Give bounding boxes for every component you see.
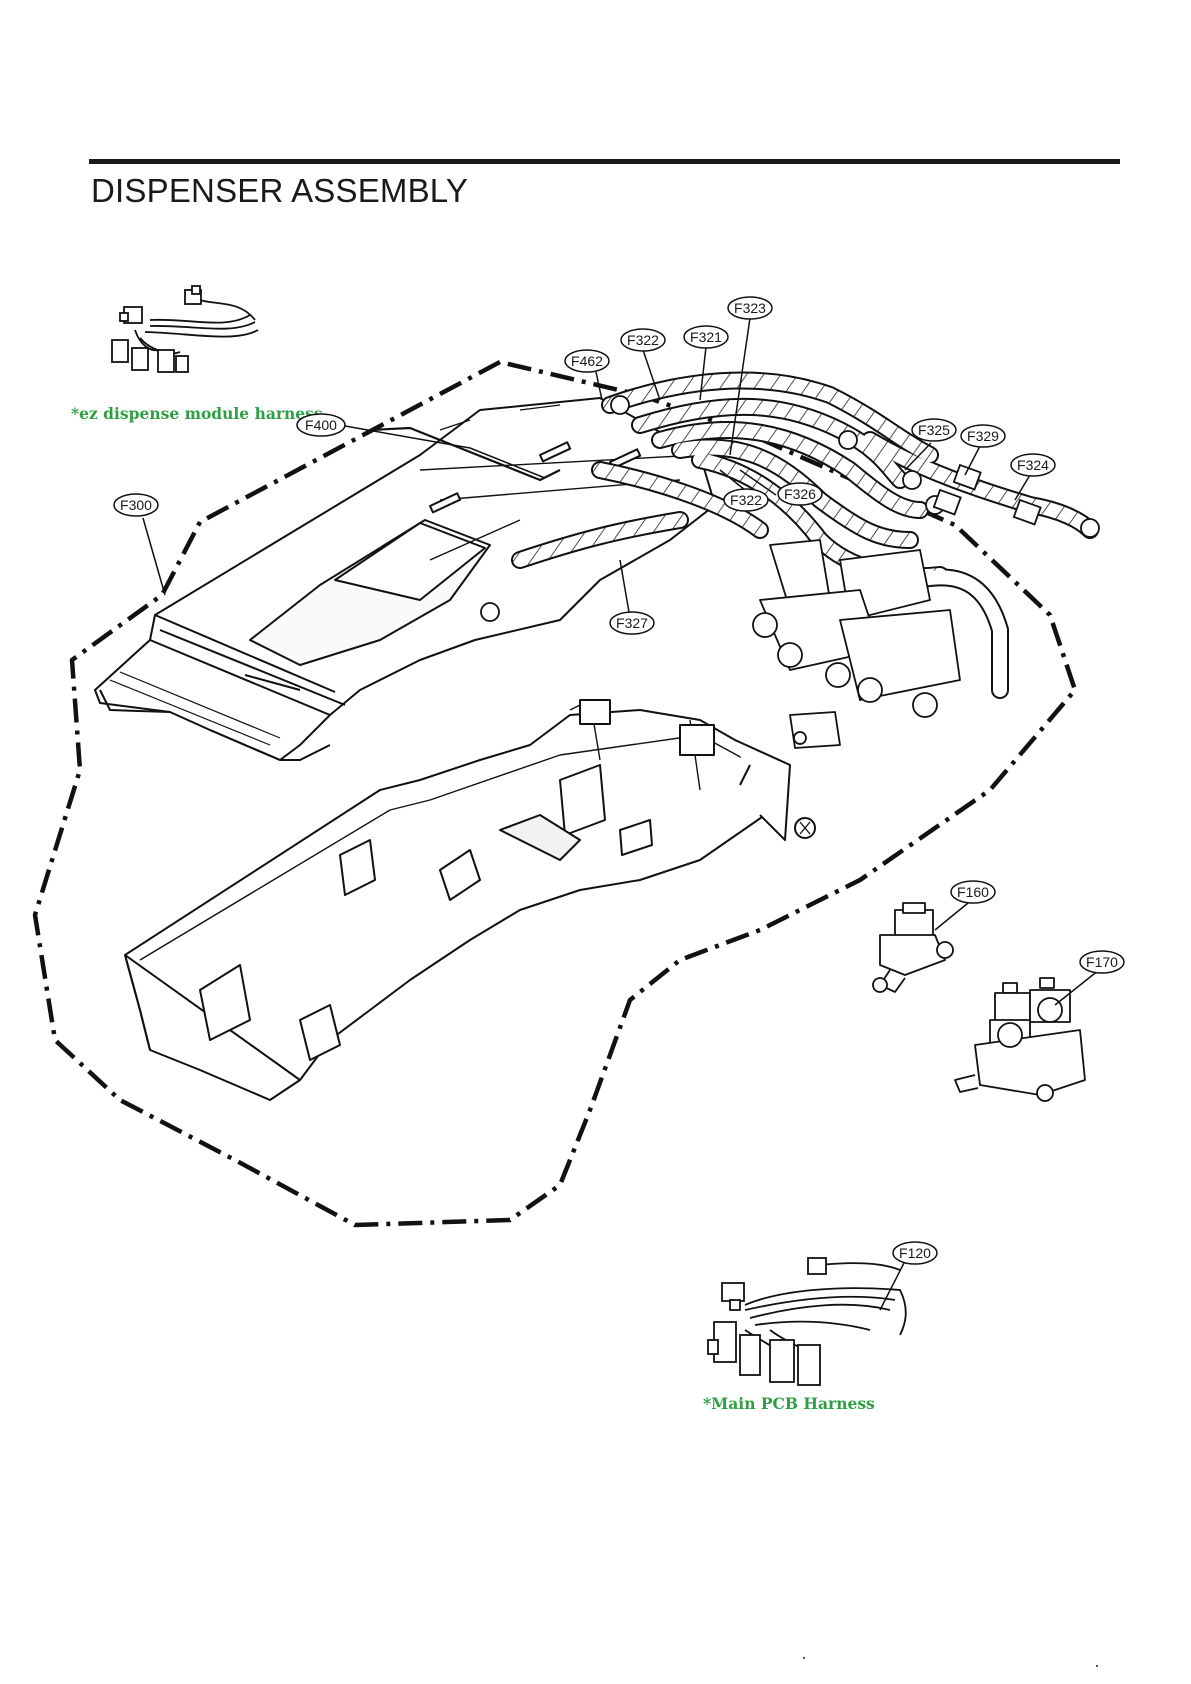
main-pcb-harness-drawing [707,1257,907,1386]
callout-F322-bottom: F322 [723,488,769,512]
callout-leaders [142,317,1100,1311]
single-inlet-valve-drawing [872,902,954,993]
callout-label: F170 [1086,954,1118,970]
print-speck [1096,1665,1098,1667]
callout-F329: F329 [960,424,1006,448]
callout-label: F300 [120,497,152,513]
callout-F300: F300 [113,493,159,517]
callout-F400: F400 [296,413,346,437]
callout-F160: F160 [950,880,996,904]
callout-label: F321 [690,329,722,345]
callout-label: F323 [734,300,766,316]
valve-block-drawing [752,539,961,749]
callout-label: F326 [784,486,816,502]
callout-label: F324 [1017,457,1049,473]
callout-label: F325 [918,422,950,438]
title-rule [89,159,1120,164]
callout-F326: F326 [777,482,823,506]
callout-label: F322 [730,492,762,508]
callout-F120: F120 [892,1241,938,1265]
callout-label: F120 [899,1245,931,1261]
callout-F327: F327 [609,611,655,635]
dispenser-cover-drawing [94,397,716,761]
callout-label: F329 [967,428,999,444]
page-title: DISPENSER ASSEMBLY [91,172,469,209]
callout-F325: F325 [911,418,957,442]
ez-dispense-harness-drawing [111,285,259,373]
assembly-boundary [32,359,1078,1228]
callout-F321: F321 [683,325,729,349]
callout-F322-top: F322 [620,328,666,352]
callout-label: F160 [957,884,989,900]
callout-F324: F324 [1010,453,1056,477]
callout-label: F462 [571,353,603,369]
ez-dispense-harness-note: *ez dispense module harness [71,404,323,423]
callout-F323: F323 [727,296,773,320]
callout-label: F322 [627,332,659,348]
callout-label: F327 [616,615,648,631]
callout-F170: F170 [1079,950,1125,974]
callout-label: F400 [305,417,337,433]
main-pcb-harness-note: *Main PCB Harness [703,1394,875,1413]
print-speck [803,1657,805,1659]
dispenser-housing-drawing [124,699,816,1101]
callouts: F323 F322 F321 F462 F400 F325 F329 F324 [113,296,1125,1265]
callout-F462: F462 [564,349,610,373]
